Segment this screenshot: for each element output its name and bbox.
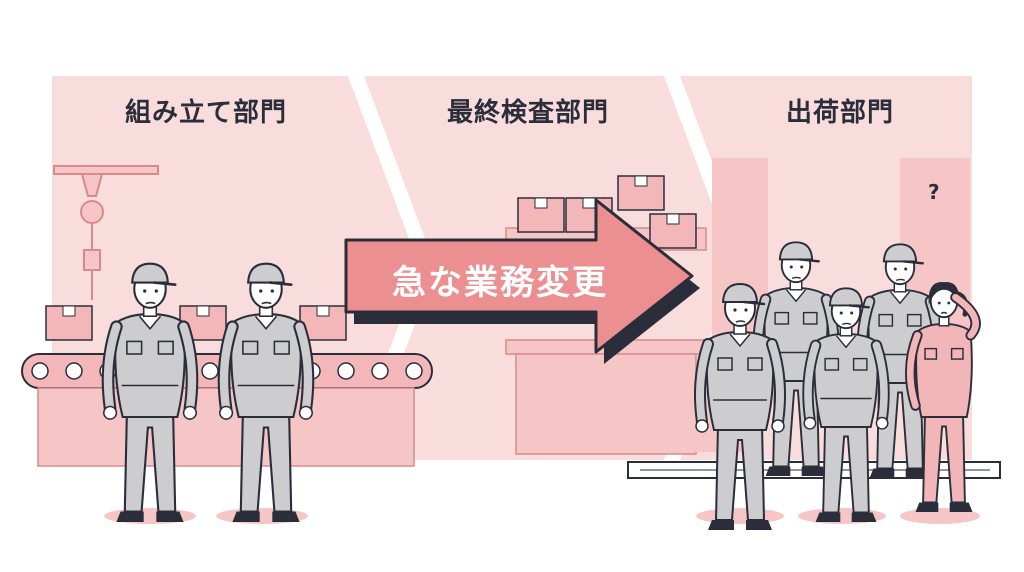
change-arrow [344,198,700,364]
banner-label: 急な業務変更 [392,263,608,303]
dept-title-assembly: 組み立て部門 [124,98,287,128]
dept-title-shipping: 出荷部門 [785,98,894,128]
cardboard-box-icon [649,213,697,249]
cardboard-box-icon [617,175,665,211]
robot-arm-icon [53,165,159,300]
question-mark-icon: ? [928,180,940,204]
cardboard-box-icon [517,197,565,233]
cardboard-box-icon [45,305,93,341]
dept-title-final-inspection: 最終検査部門 [446,98,609,128]
